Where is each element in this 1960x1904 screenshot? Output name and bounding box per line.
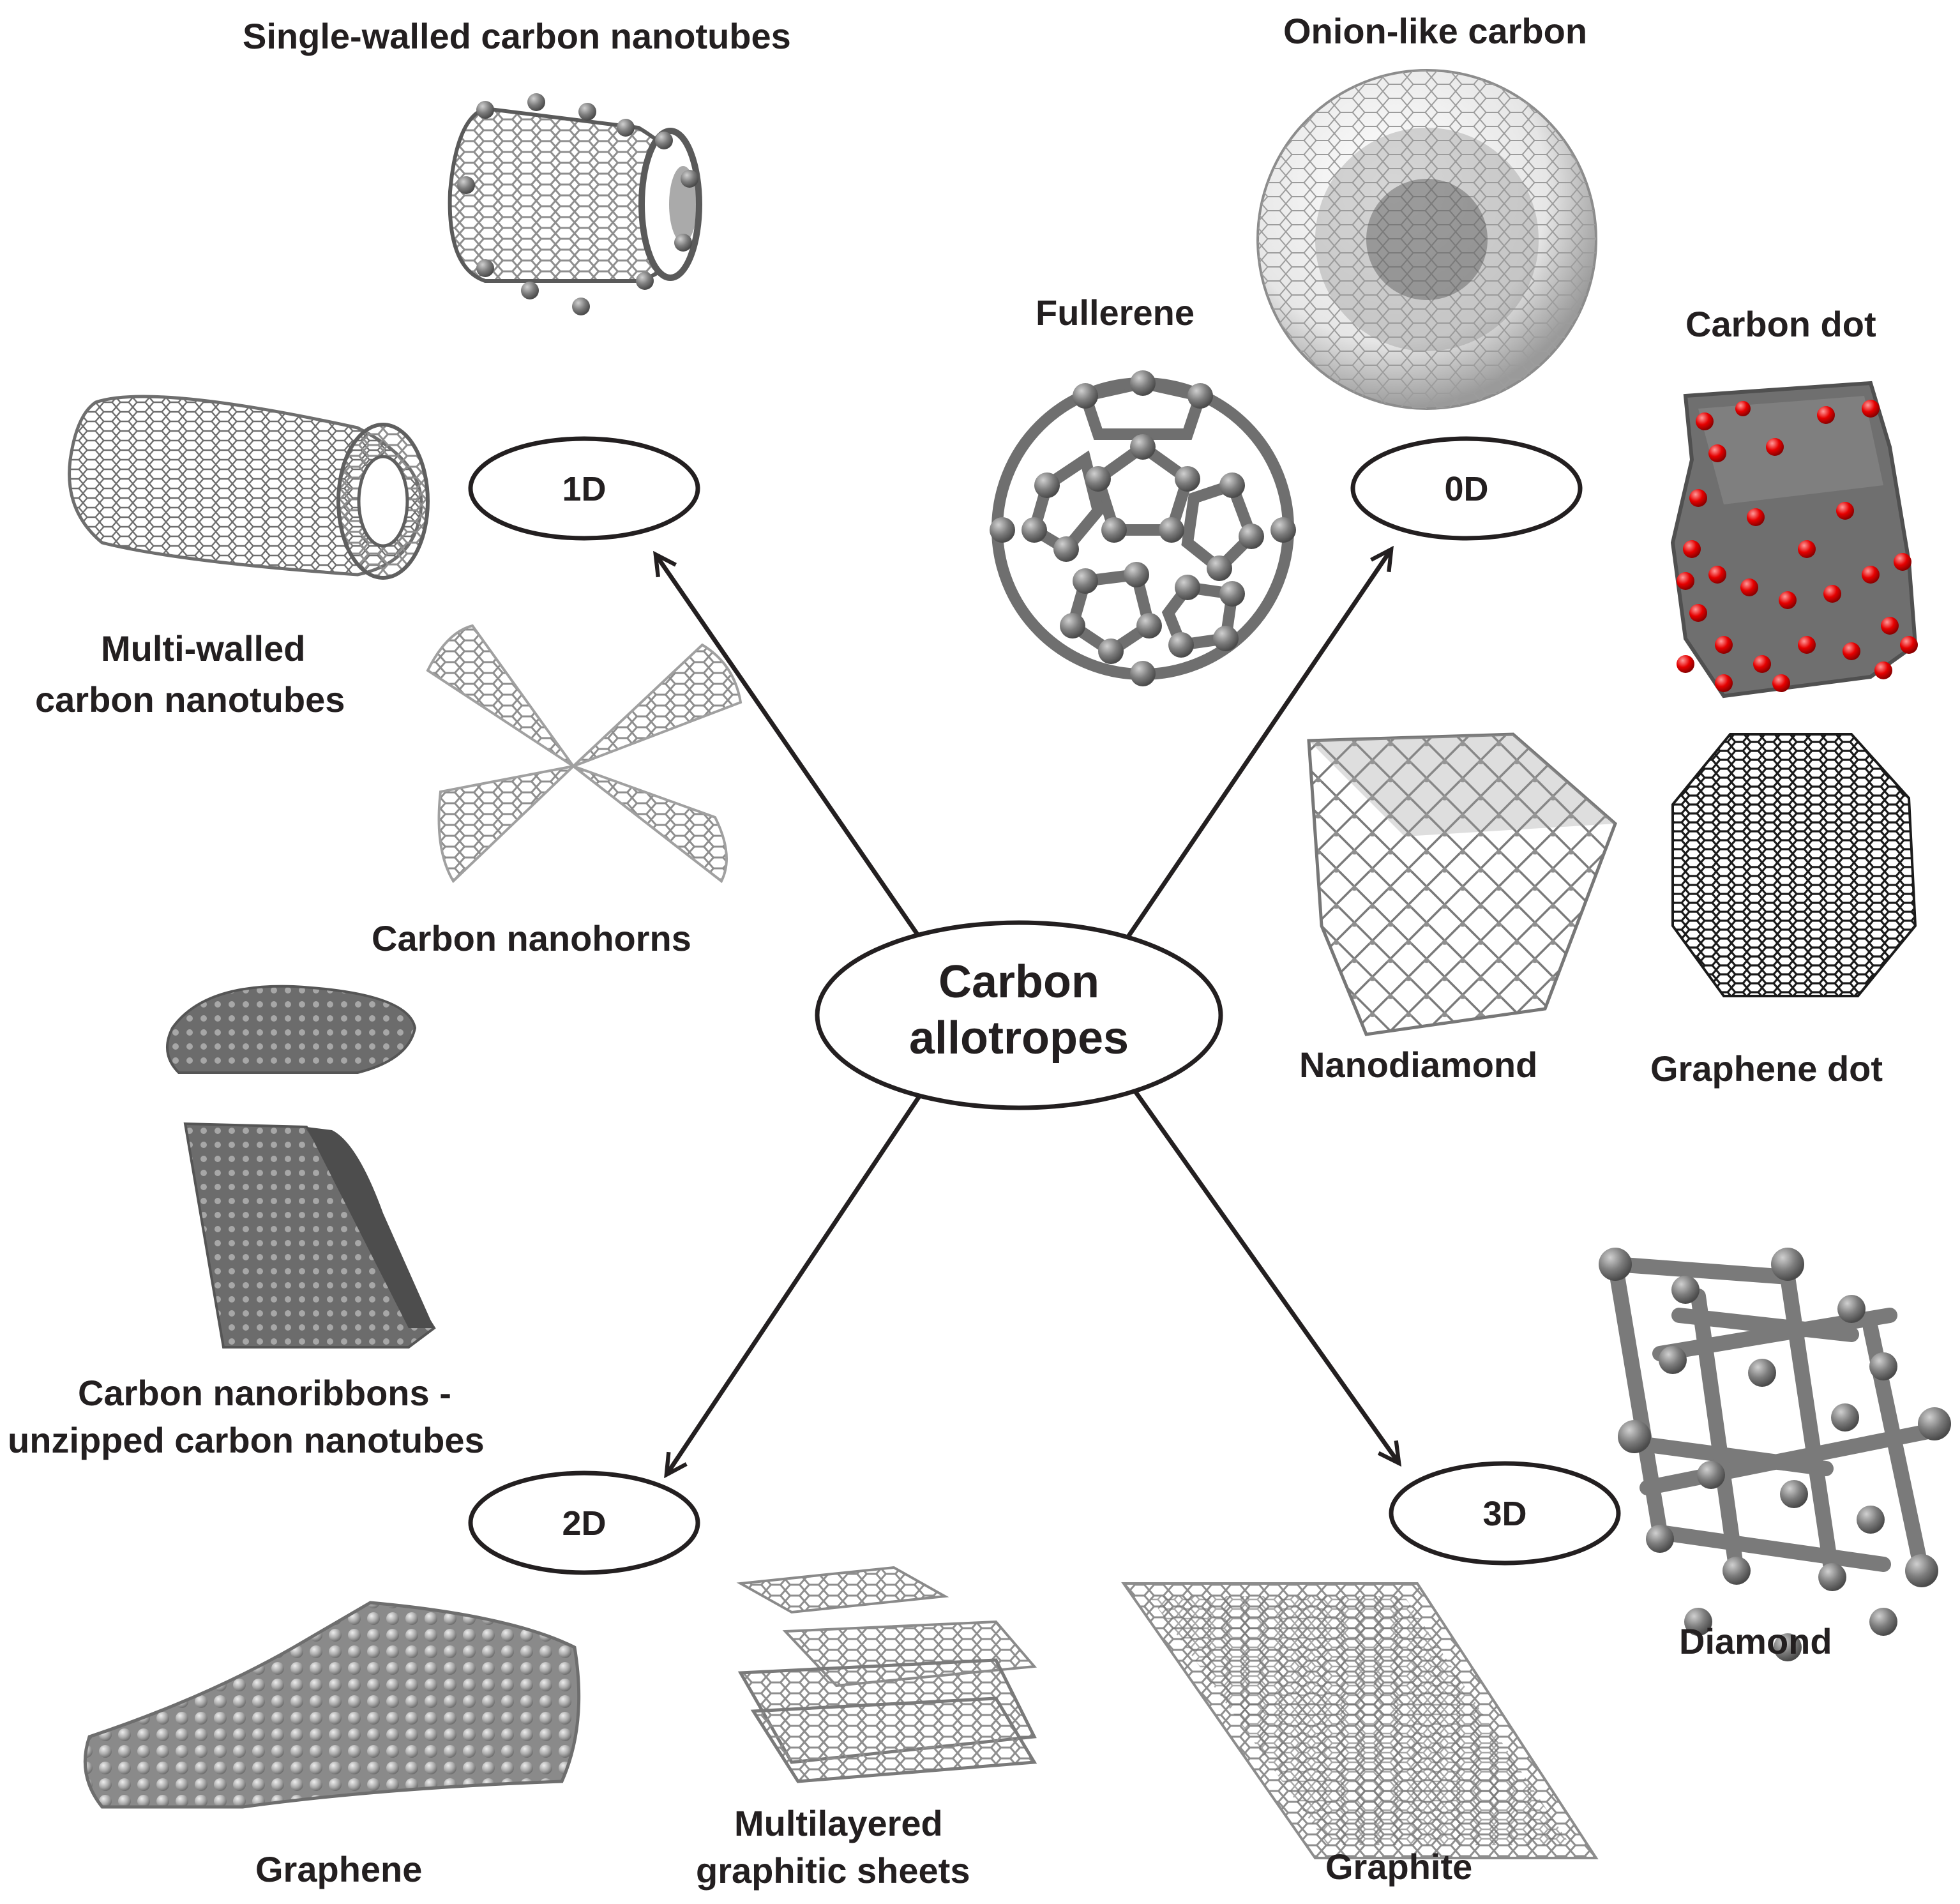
multilayer-illustration (736, 1566, 1037, 1783)
label-fullerene: Fullerene (1036, 292, 1195, 333)
label-onion-like-carbon: Onion-like carbon (1283, 11, 1588, 51)
fullerene-illustration (990, 370, 1296, 686)
arrow-to-3d (1131, 1087, 1398, 1462)
label-multi-walled-line2: carbon nanotubes (35, 679, 345, 720)
graphene-illustration (83, 1601, 581, 1809)
node-0d: 0D (1350, 436, 1583, 541)
label-carbon-nanohorns: Carbon nanohorns (372, 918, 691, 958)
diamond-illustration (1599, 1248, 1951, 1661)
node-1d: 1D (468, 436, 700, 541)
node-2d: 2D (468, 1470, 700, 1575)
center-title-line1: Carbon (939, 956, 1099, 1008)
graphite-illustration (1121, 1582, 1599, 1859)
graphene-dot-illustration (1671, 733, 1917, 997)
label-multilayered-line1: Multilayered (734, 1803, 943, 1843)
center-title-line2: allotropes (909, 1013, 1129, 1064)
mwcnt-illustration (68, 395, 430, 580)
label-nanodiamond: Nanodiamond (1299, 1045, 1538, 1085)
node-2d-label: 2D (562, 1504, 606, 1543)
label-diamond: Diamond (1679, 1621, 1832, 1661)
node-0d-label: 0D (1444, 470, 1488, 508)
nanohorns-illustration (426, 624, 743, 884)
node-1d-label: 1D (562, 470, 606, 508)
arrows (656, 550, 1398, 1474)
carbon-dot-illustration (1670, 381, 1918, 699)
onion-carbon-illustration (1256, 69, 1597, 410)
label-multilayered-line2: graphitic sheets (696, 1850, 970, 1891)
nanodiamond-illustration (1307, 732, 1617, 1036)
label-graphene-dot: Graphene dot (1650, 1048, 1883, 1089)
label-carbon-dot: Carbon dot (1685, 304, 1876, 344)
arrow-to-1d (656, 555, 924, 943)
node-3d-label: 3D (1482, 1495, 1527, 1533)
nanoribbons-illustration (166, 985, 436, 1349)
label-single-walled-carbon-nanotubes: Single-walled carbon nanotubes (243, 16, 791, 56)
label-nanoribbons-line2: unzipped carbon nanotubes (8, 1420, 485, 1460)
node-3d: 3D (1389, 1461, 1621, 1566)
label-multi-walled-line1: Multi-walled (101, 628, 306, 669)
label-nanoribbons-line1: Carbon nanoribbons - (78, 1373, 451, 1413)
label-graphene: Graphene (255, 1849, 423, 1889)
arrow-to-0d (1125, 550, 1391, 940)
swcnt-illustration (448, 93, 702, 315)
center-node: Carbon allotropes (815, 920, 1223, 1110)
arrow-to-2d (667, 1087, 926, 1474)
label-graphite: Graphite (1325, 1847, 1473, 1887)
